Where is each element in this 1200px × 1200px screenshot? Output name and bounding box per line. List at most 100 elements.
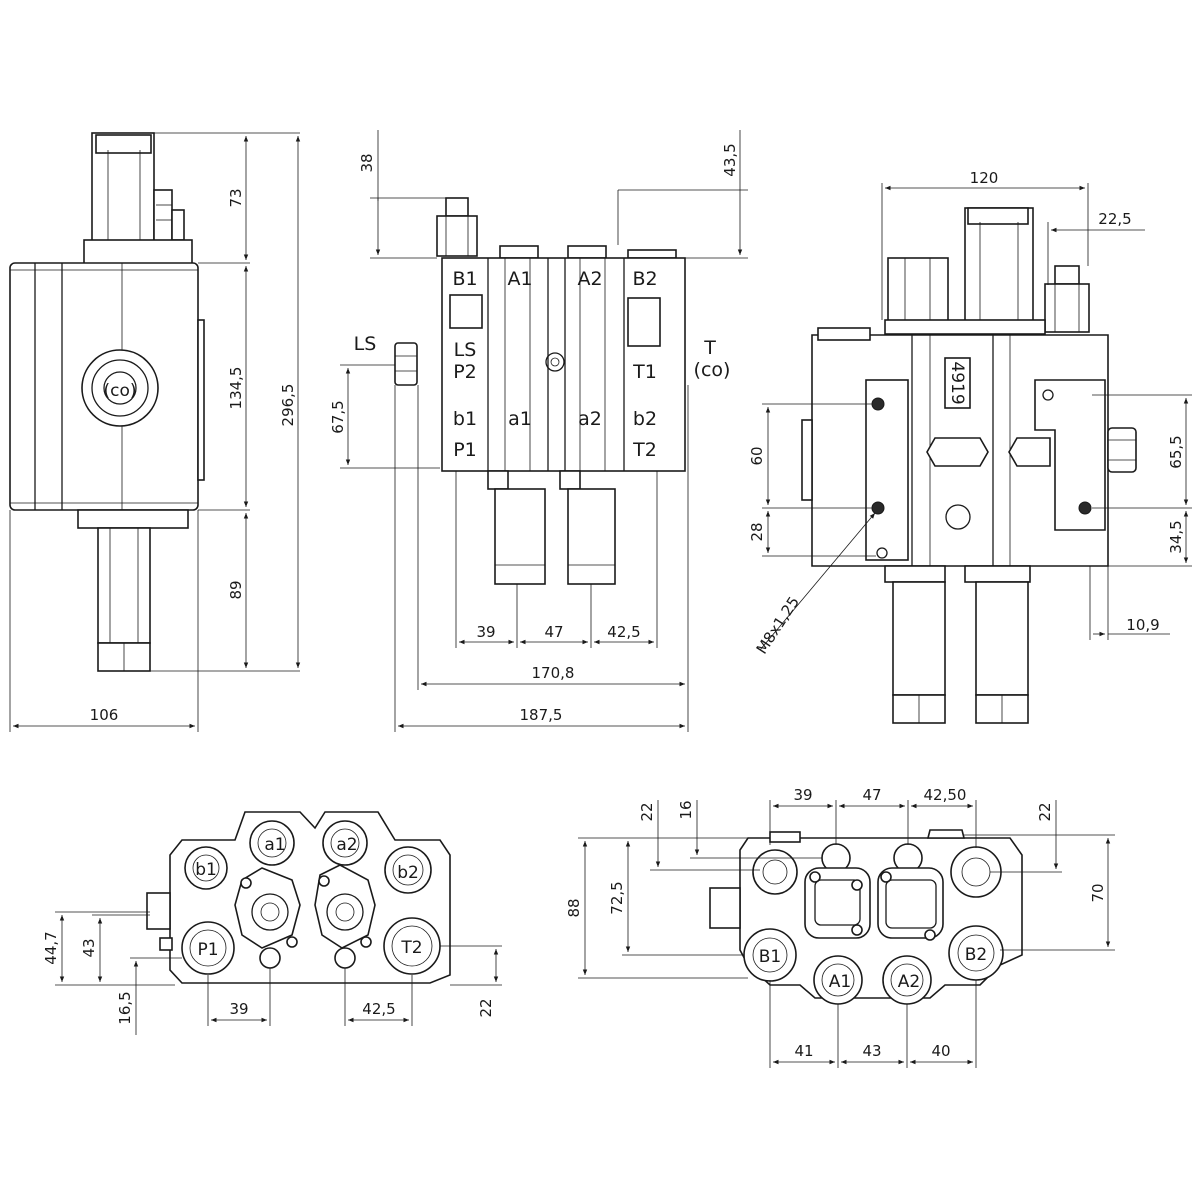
front-ls-fitting	[394, 342, 418, 386]
front-label-p1: P1	[453, 439, 477, 461]
br-dim-39: 39	[793, 786, 812, 804]
bottom-left-body	[169, 811, 451, 984]
front-dim-187-5: 187,5	[520, 706, 563, 724]
right-thread-label: M8x1,25	[753, 593, 803, 657]
side-dim-body-height: 134,5	[227, 367, 245, 410]
bottom-left-flange-2	[314, 864, 376, 949]
right-connector-1	[887, 257, 949, 323]
front-label-ls: LS	[454, 339, 477, 361]
br-label-b1: B1	[759, 947, 781, 967]
front-actuator-1	[494, 488, 546, 585]
front-window-right	[627, 297, 661, 347]
br-label-a2: A2	[898, 972, 920, 992]
front-label-la1: a1	[508, 408, 532, 430]
right-pilot-fitting	[1044, 283, 1090, 333]
bl-label-a2: a2	[336, 835, 357, 855]
br-label-a1: A1	[829, 972, 851, 992]
front-label-t-co: (co)	[694, 359, 731, 381]
bl-dim-44-7: 44,7	[42, 931, 60, 964]
right-view: 4919 120 22,5 60 28 M8x1	[748, 169, 1192, 724]
bottom-right-view: B1 A1 A2 B2 39 47 42,50 88 72,5 22 16	[565, 786, 1115, 1068]
port-a1-small	[249, 820, 295, 866]
side-dim-lower-height: 89	[227, 580, 245, 599]
front-label-la2: a2	[578, 408, 602, 430]
front-window-left	[449, 294, 483, 329]
front-label-a2: A2	[577, 268, 602, 290]
right-dim-65-5: 65,5	[1167, 435, 1185, 468]
br-dim-43: 43	[862, 1042, 881, 1060]
br-dim-22-right: 22	[1036, 802, 1054, 821]
front-label-lb2: b2	[633, 408, 657, 430]
side-dim-width: 106	[90, 706, 119, 724]
br-dim-47: 47	[862, 786, 881, 804]
bl-label-a1: a1	[264, 835, 285, 855]
br-dim-70: 70	[1089, 883, 1107, 902]
front-dim-top-left: 38	[358, 153, 376, 172]
front-label-b1: B1	[452, 268, 477, 290]
bl-label-t2: T2	[400, 938, 422, 958]
right-dim-10-9: 10,9	[1126, 616, 1159, 634]
port-b1-small	[184, 846, 228, 890]
br-port-upper-1	[752, 849, 798, 895]
front-dim-39: 39	[476, 623, 495, 641]
side-connector-cap	[95, 134, 152, 154]
br-dim-41: 41	[794, 1042, 813, 1060]
front-dim-top-right: 43,5	[721, 143, 739, 176]
bl-dim-42-5: 42,5	[362, 1000, 395, 1018]
front-dim-47: 47	[544, 623, 563, 641]
right-dim-34-5: 34,5	[1167, 520, 1185, 553]
front-dim-170-8: 170,8	[532, 664, 575, 682]
front-label-t2: T2	[632, 439, 657, 461]
front-dim-42-5: 42,5	[607, 623, 640, 641]
br-dim-72-5: 72,5	[608, 881, 626, 914]
side-lower-actuator	[97, 527, 151, 644]
right-actuator-2	[975, 581, 1029, 696]
front-label-b2: B2	[632, 268, 657, 290]
bottom-left-view: b1 a1 a2 b2 P1 T2 44,7 43 16,5 39 42,5 2…	[42, 811, 502, 1035]
br-flange-2	[877, 867, 944, 939]
bl-dim-43: 43	[80, 938, 98, 957]
bl-dim-39: 39	[229, 1000, 248, 1018]
br-label-b2: B2	[965, 945, 987, 965]
front-label-t1: T1	[632, 361, 657, 383]
front-label-a1: A1	[507, 268, 532, 290]
side-view: (co) 73 134,5 296,5 89 106	[9, 132, 301, 732]
right-side-plate	[865, 379, 909, 561]
side-knob	[81, 349, 159, 427]
bl-dim-16-5: 16,5	[116, 991, 134, 1024]
bl-label-b2: b2	[397, 863, 419, 883]
right-dim-120: 120	[970, 169, 999, 187]
right-dim-60: 60	[748, 446, 766, 465]
right-plate-label-box	[944, 357, 971, 409]
side-dim-overall-height: 296,5	[279, 384, 297, 427]
bl-label-p1: P1	[197, 940, 218, 960]
right-plate-label: 4919	[947, 361, 967, 404]
bottom-left-flange-1	[234, 867, 301, 949]
bottom-left-side-fitting	[146, 892, 171, 930]
right-side-fitting	[1107, 427, 1137, 473]
br-dim-40: 40	[931, 1042, 950, 1060]
front-label-lb1: b1	[453, 408, 477, 430]
front-actuator-2	[567, 488, 616, 585]
front-dim-ls-height: 67,5	[329, 400, 347, 433]
right-connector-2	[964, 207, 1034, 324]
right-dim-28: 28	[748, 522, 766, 541]
front-label-ls-outer: LS	[354, 333, 377, 355]
br-dim-22-left: 22	[638, 802, 656, 821]
bl-label-b1: b1	[195, 860, 217, 880]
front-label-t: T	[703, 337, 716, 359]
br-dim-88: 88	[565, 898, 583, 917]
br-dim-42-50: 42,50	[924, 786, 967, 804]
br-dim-16: 16	[677, 800, 695, 819]
bl-dim-22: 22	[477, 998, 495, 1017]
front-label-p2: P2	[453, 361, 477, 383]
side-knob-label: (co)	[103, 381, 136, 401]
right-dim-22-5: 22,5	[1098, 210, 1131, 228]
right-actuator-1	[892, 581, 946, 696]
bottom-right-side-fitting	[709, 887, 741, 929]
port-b2-small	[384, 846, 432, 894]
side-dim-top-height: 73	[227, 188, 245, 207]
side-pilot-fitting	[153, 189, 173, 246]
front-view: B1 A1 A2 B2 LS P2 T1 b1 a1 a2 b2 P1 T2 L…	[329, 130, 748, 732]
